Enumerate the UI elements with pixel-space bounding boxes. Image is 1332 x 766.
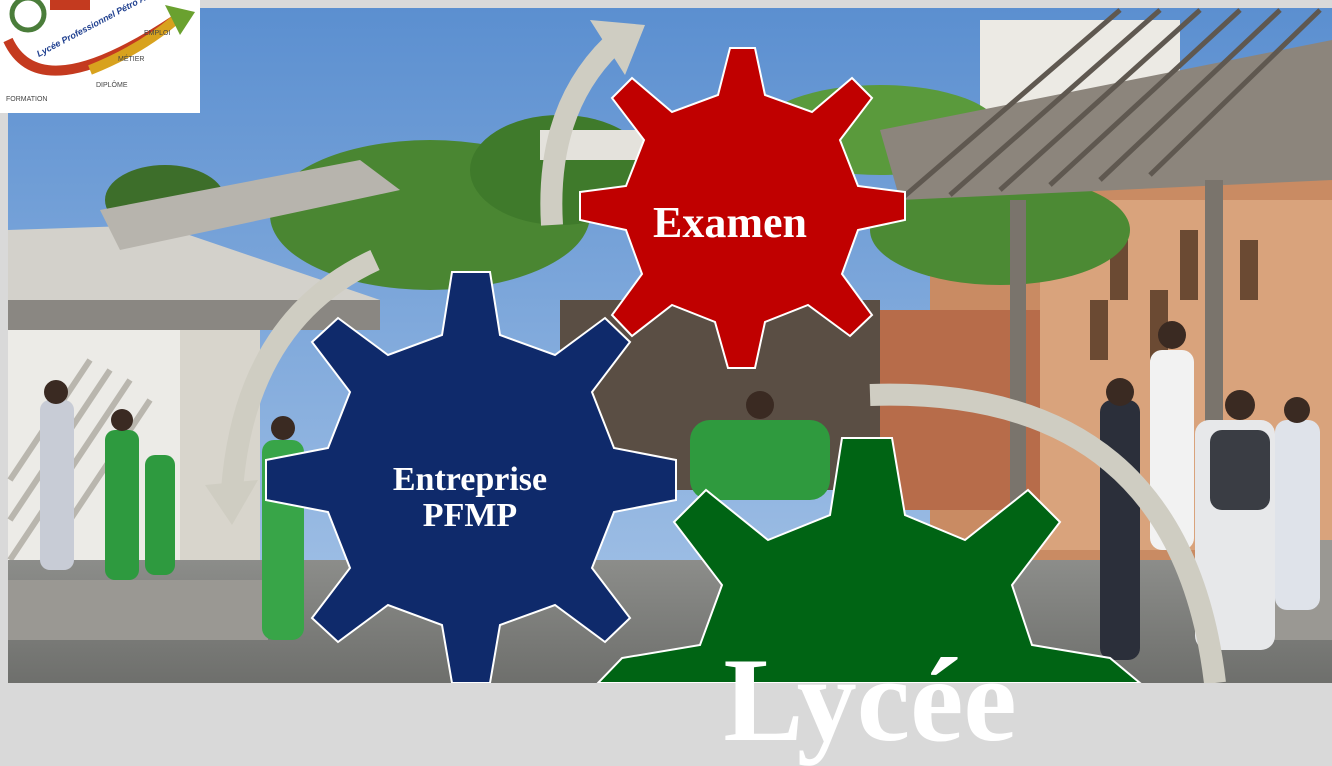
arrow-entreprise-to-examen [540,37,620,226]
cycle-arrows [221,37,1226,683]
gear-lycee-label: Lycée [620,640,1120,760]
arrow-examen-to-entreprise [221,250,380,491]
lycee-text: Lycée [723,633,1017,766]
entreprise-text: Entreprise [392,461,548,498]
logo-graphic [3,0,195,76]
arrow-lycee [869,383,1226,683]
logo-step-formation: FORMATION [6,96,48,103]
logo-step-diplome: DIPLÔME [96,82,128,89]
arrowhead-top [590,20,645,75]
arrowhead-left [205,480,258,525]
logo-step-metier: MÉTIER [118,56,145,63]
gear-examen-label: Examen [600,198,860,247]
gear-examen [579,47,906,369]
pfmp-text: PFMP [422,496,518,534]
gear-lycee [596,437,1142,683]
school-logo: Lycée Professionnel Pétro Attiti FORMATI… [0,0,200,113]
gear-entreprise [265,271,677,683]
examen-text: Examen [653,198,807,247]
logo-step-emploi: EMPLOI [144,30,171,37]
background-photo [7,8,1332,683]
gear-entreprise-label: Entreprise PFMP [340,462,600,533]
